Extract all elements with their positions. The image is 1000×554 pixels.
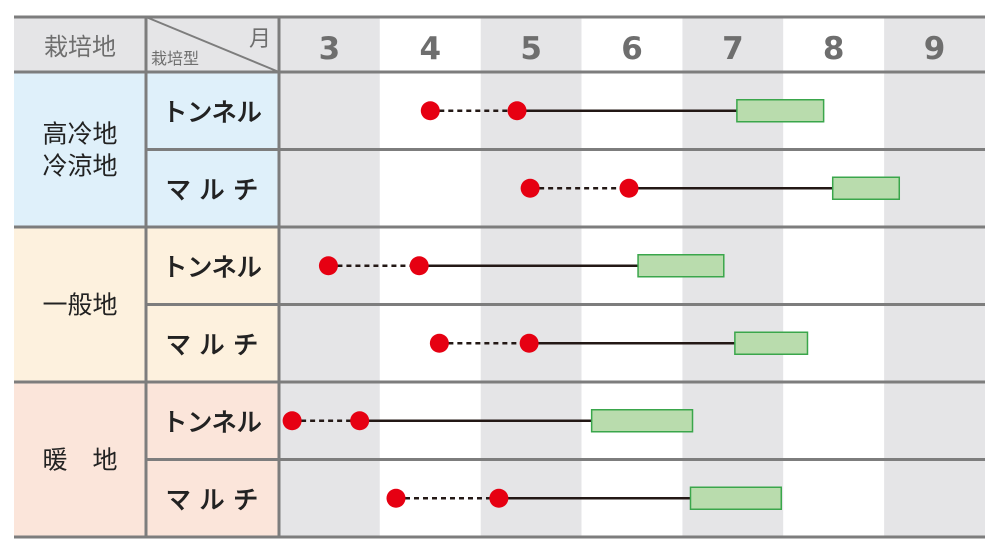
harvest-period-bar [590, 409, 694, 433]
sowing-end-dot [409, 256, 429, 276]
month-column-bg-5 [480, 17, 582, 537]
sowing-start-dot [282, 411, 302, 431]
region-label: 一般地 [42, 291, 117, 320]
harvest-period-bar [637, 254, 725, 278]
month-label-9: 9 [924, 31, 946, 67]
sowing-start-dot [420, 101, 440, 121]
cultivation-type-label: トンネル [162, 98, 262, 127]
sowing-end-dot [350, 411, 370, 431]
cultivation-type-label: マ ル チ [166, 175, 258, 204]
header-diagonal [145, 16, 280, 73]
sowing-end-dot [507, 101, 527, 121]
sowing-start-dot [386, 488, 406, 508]
sowing-start-dot [318, 256, 338, 276]
cultivation-type-label: トンネル [162, 408, 262, 437]
month-label-7: 7 [722, 31, 744, 67]
month-label-6: 6 [621, 31, 643, 67]
header-type-label: 栽培型 [151, 49, 199, 68]
header-month-label: 月 [249, 27, 271, 52]
region-label: 高冷地 [42, 120, 117, 149]
sowing-end-dot [519, 333, 539, 353]
sowing-start-dot [429, 333, 449, 353]
cultivation-type-label: トンネル [162, 253, 262, 282]
header-region-label: 栽培地 [44, 33, 116, 61]
region-label: 冷涼地 [42, 152, 117, 181]
month-label-4: 4 [419, 31, 441, 67]
month-column-bg-9 [884, 17, 985, 537]
month-label-8: 8 [823, 31, 845, 67]
month-label-5: 5 [520, 31, 542, 67]
cultivation-type-label: マ ル チ [166, 485, 258, 514]
month-label-3: 3 [319, 31, 341, 67]
sowing-end-dot [489, 488, 509, 508]
harvest-period-bar [736, 99, 825, 123]
sowing-end-dot [619, 178, 639, 198]
cultivation-type-label: マ ル チ [166, 330, 258, 359]
sowing-start-dot [520, 178, 540, 198]
harvest-period-bar [734, 331, 809, 355]
harvest-period-bar [689, 486, 783, 510]
harvest-period-bar [831, 176, 901, 200]
month-column-bg-3 [279, 17, 380, 537]
region-label: 暖 地 [42, 446, 117, 475]
